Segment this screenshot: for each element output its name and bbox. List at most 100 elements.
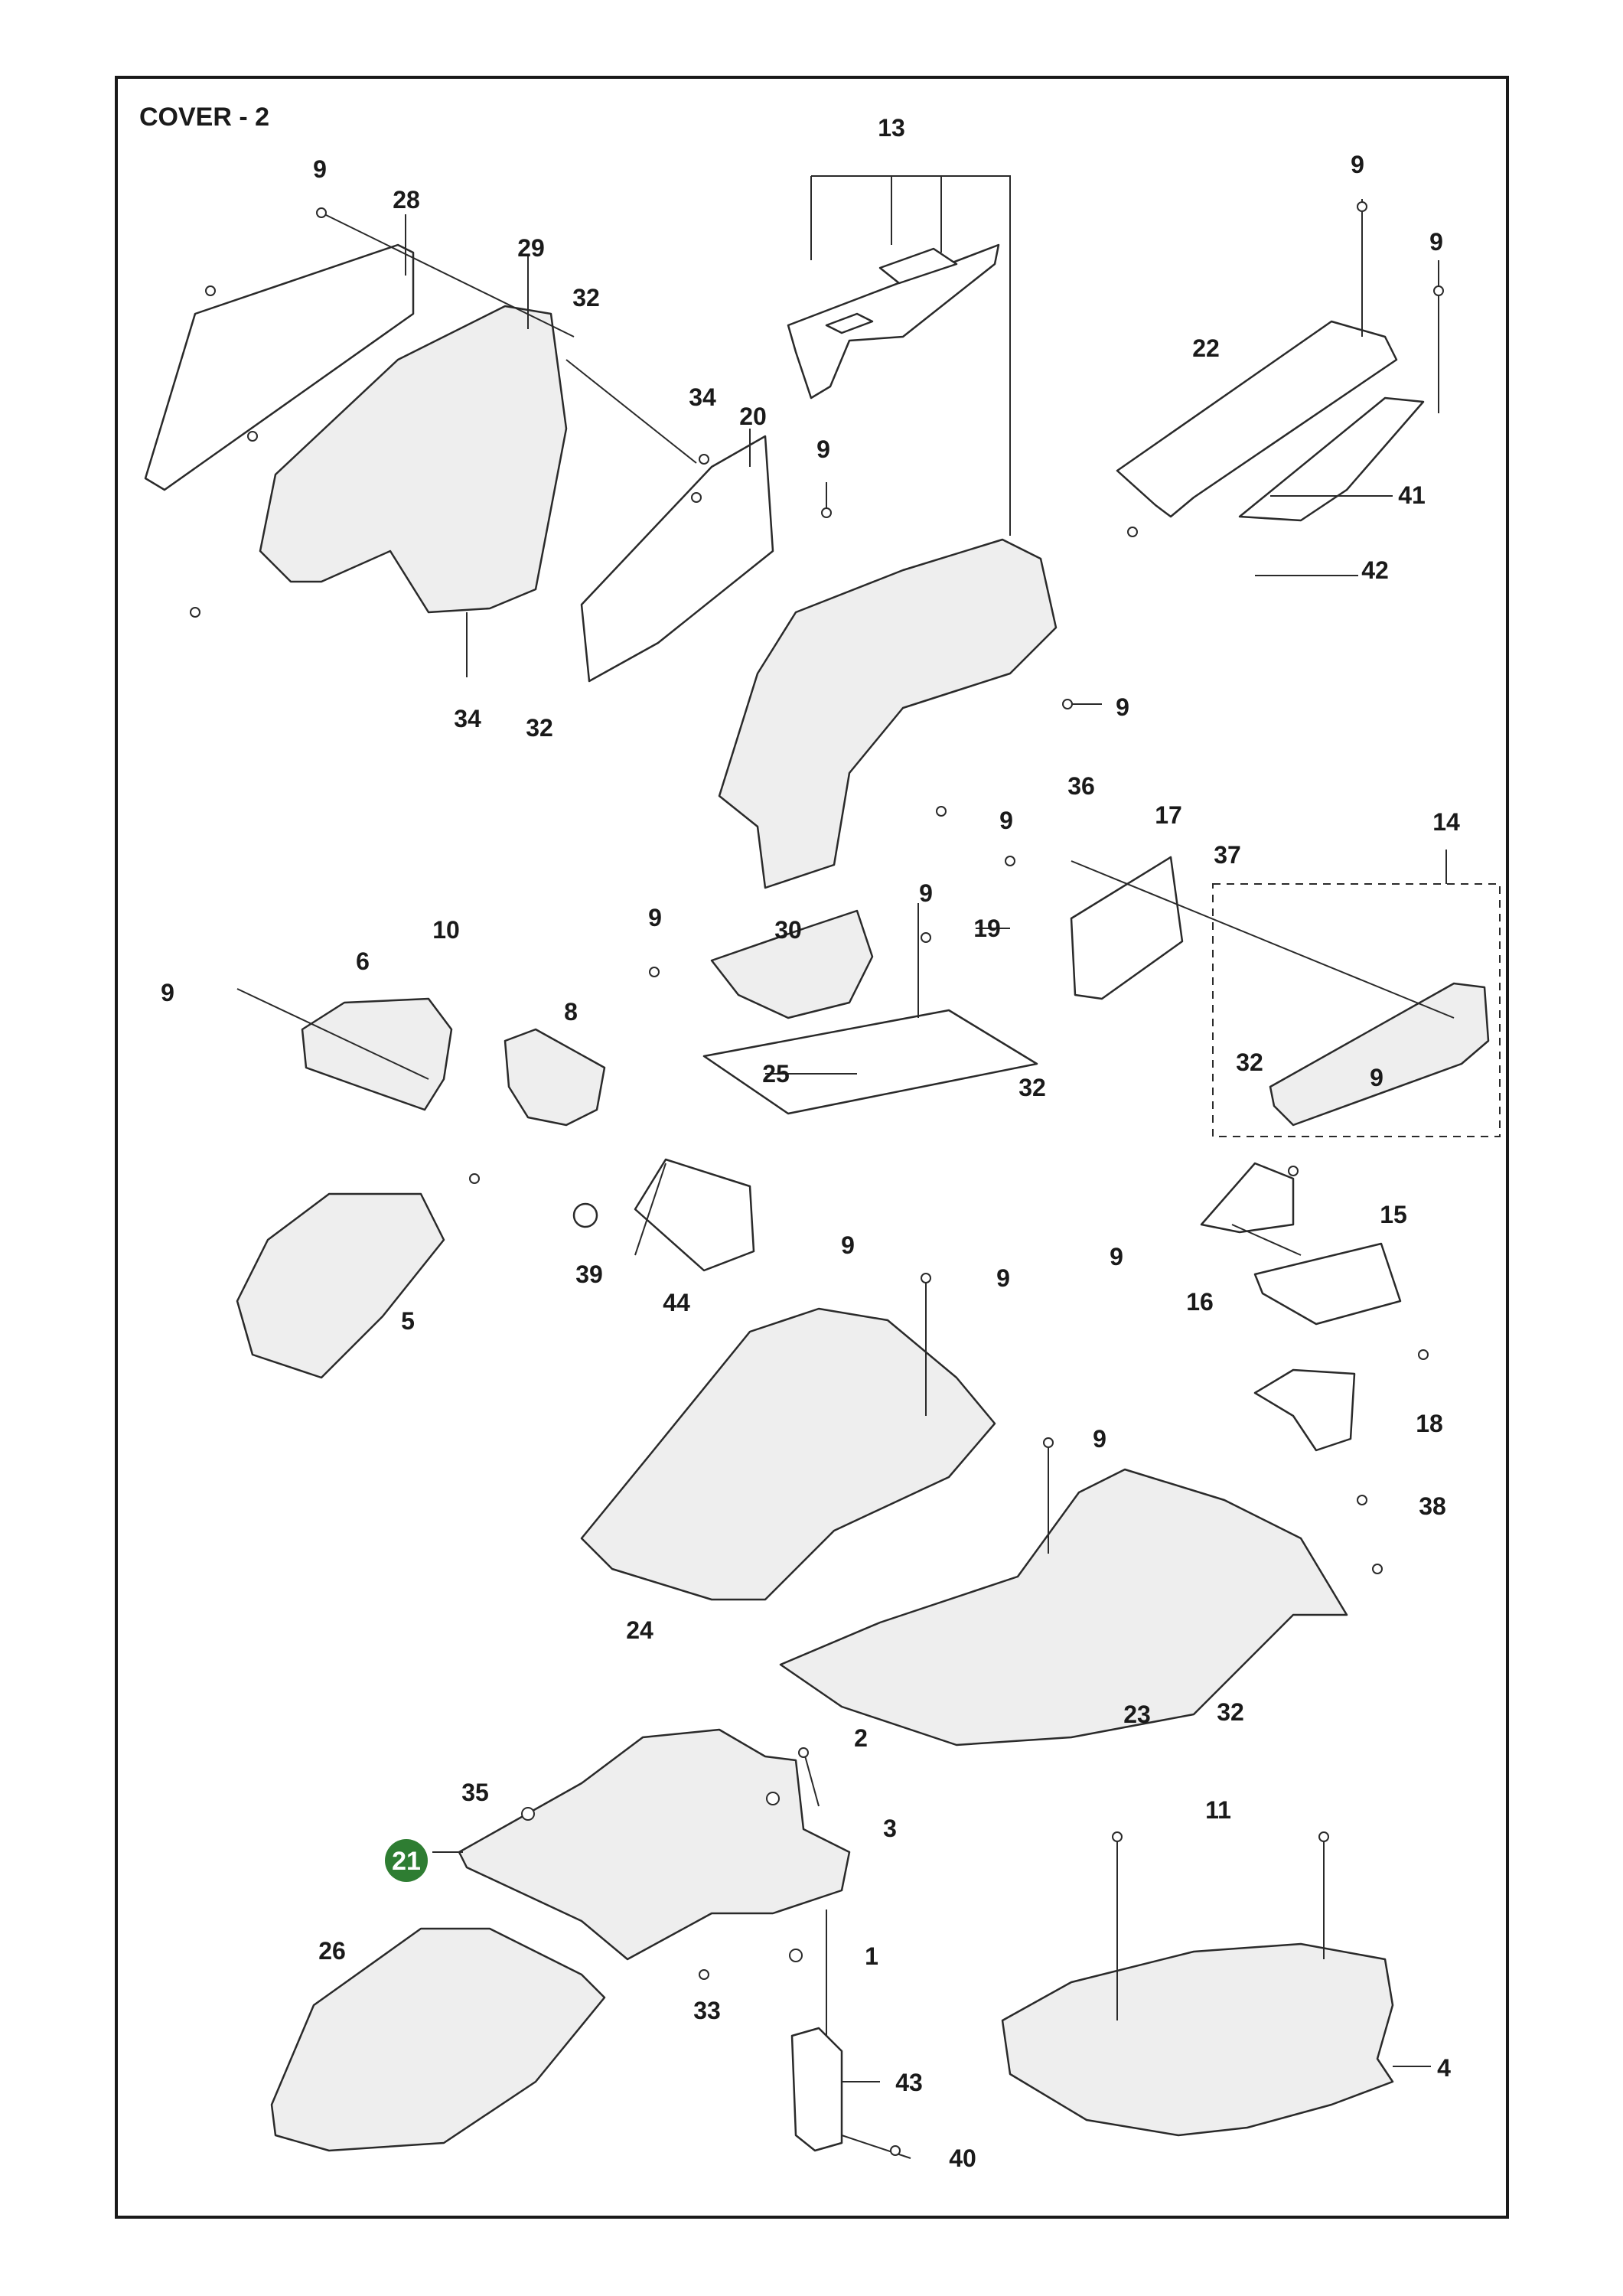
part-18-bracket <box>1253 1368 1356 1452</box>
callout-9: 9 <box>1370 1064 1383 1091</box>
leader-9a <box>321 212 575 338</box>
callout-9: 9 <box>161 979 174 1006</box>
leader-9k <box>1231 1224 1302 1256</box>
callout-14: 14 <box>1432 808 1460 836</box>
part-41-bracket <box>1238 396 1425 522</box>
callout-17: 17 <box>1155 801 1182 829</box>
screw-icon <box>1288 1166 1299 1176</box>
part-shapes <box>144 243 1501 2152</box>
leader-40 <box>841 2135 911 2159</box>
callout-29: 29 <box>517 234 545 262</box>
callout-9: 9 <box>1351 151 1364 178</box>
callout-1: 1 <box>865 1942 878 1970</box>
part-22-plate <box>1116 320 1398 518</box>
callout-19: 19 <box>973 915 1001 942</box>
part-13-slot-2 <box>825 312 874 334</box>
screw-icon <box>1112 1831 1123 1842</box>
screw-icon <box>316 207 327 218</box>
callout-13: 13 <box>878 114 905 142</box>
screw-icon <box>1005 856 1015 866</box>
callout-39: 39 <box>575 1261 603 1288</box>
washer-icon <box>521 1807 535 1821</box>
callout-9: 9 <box>1110 1243 1123 1270</box>
screw-icon <box>1433 285 1444 296</box>
callout-30: 30 <box>774 916 802 944</box>
screw-icon <box>1127 527 1138 537</box>
callout-15: 15 <box>1380 1201 1407 1228</box>
part-14-group-box <box>1212 883 1501 1137</box>
callout-36: 36 <box>1067 772 1095 800</box>
part-28-strip <box>144 243 415 491</box>
callout-32: 32 <box>1217 1698 1244 1726</box>
screw-icon <box>890 2145 901 2156</box>
part-30-cover <box>710 909 874 1019</box>
screw-icon <box>691 492 702 503</box>
washer-icon <box>789 1949 803 1962</box>
screw-icon <box>1357 201 1367 212</box>
screw-icon <box>821 507 832 518</box>
part-23-fender <box>779 1468 1348 1746</box>
callout-3: 3 <box>883 1815 897 1842</box>
leader-13 <box>810 175 1011 536</box>
screw-icon <box>699 1969 709 1980</box>
fasteners <box>190 201 1444 2156</box>
part-25-plate <box>702 1009 1038 1115</box>
callout-9: 9 <box>1093 1425 1106 1453</box>
part-console <box>718 538 1058 889</box>
callout-37: 37 <box>1214 841 1241 869</box>
callout-42: 42 <box>1361 556 1389 584</box>
callout-22: 22 <box>1192 334 1220 362</box>
callout-34: 34 <box>689 383 716 411</box>
callout-32: 32 <box>526 714 553 742</box>
callout-9: 9 <box>1116 693 1129 721</box>
callout-28: 28 <box>393 186 420 214</box>
callout-9: 9 <box>313 155 327 183</box>
part-15-bracket <box>1253 1242 1402 1326</box>
part-17-bracket <box>1070 856 1184 1000</box>
callout-9: 9 <box>648 904 662 931</box>
leader-35 <box>803 1750 820 1807</box>
callout-6: 6 <box>356 947 370 975</box>
callout-18: 18 <box>1416 1410 1443 1437</box>
diagram-title: COVER - 2 <box>139 103 269 132</box>
part-5-front-cover <box>236 1192 445 1379</box>
callout-25: 25 <box>762 1060 790 1088</box>
part-14-rail <box>1269 982 1490 1127</box>
callout-32: 32 <box>1018 1074 1046 1101</box>
screw-icon <box>936 806 947 817</box>
callout-8: 8 <box>564 998 578 1026</box>
callout-9: 9 <box>841 1231 855 1259</box>
washer-icon <box>766 1792 780 1805</box>
callout-44: 44 <box>663 1289 690 1316</box>
callout-9: 9 <box>1429 228 1443 256</box>
callout-21-highlighted: 21 <box>392 1847 421 1876</box>
callout-38: 38 <box>1419 1492 1446 1520</box>
callout-35: 35 <box>461 1779 489 1806</box>
part-16-bracket <box>1200 1162 1295 1234</box>
callout-labels: 13 9 28 29 32 34 20 9 34 32 9 9 22 41 42… <box>161 114 1460 2172</box>
part-4-rear-cover <box>1001 1942 1394 2137</box>
callout-9: 9 <box>919 879 933 907</box>
screw-icon <box>921 1273 931 1283</box>
callout-23: 23 <box>1123 1701 1151 1728</box>
screw-icon <box>649 967 660 977</box>
screw-icon <box>1043 1437 1054 1448</box>
highlight-badge <box>385 1839 428 1882</box>
callout-9: 9 <box>816 435 830 463</box>
screw-icon <box>921 932 931 943</box>
part-44-cover <box>634 1158 755 1272</box>
callout-9: 9 <box>996 1264 1010 1292</box>
callout-16: 16 <box>1186 1288 1214 1316</box>
callout-34: 34 <box>454 705 481 732</box>
part-24-fender <box>580 1307 996 1601</box>
callout-20: 20 <box>739 403 767 430</box>
screw-icon <box>1357 1495 1367 1505</box>
callout-5: 5 <box>401 1307 415 1335</box>
callout-43: 43 <box>895 2069 923 2096</box>
screw-icon <box>1318 1831 1329 1842</box>
part-26-cover <box>270 1927 606 2152</box>
callout-32: 32 <box>572 284 600 311</box>
screw-icon <box>247 431 258 442</box>
leader-lines <box>236 175 1455 2159</box>
